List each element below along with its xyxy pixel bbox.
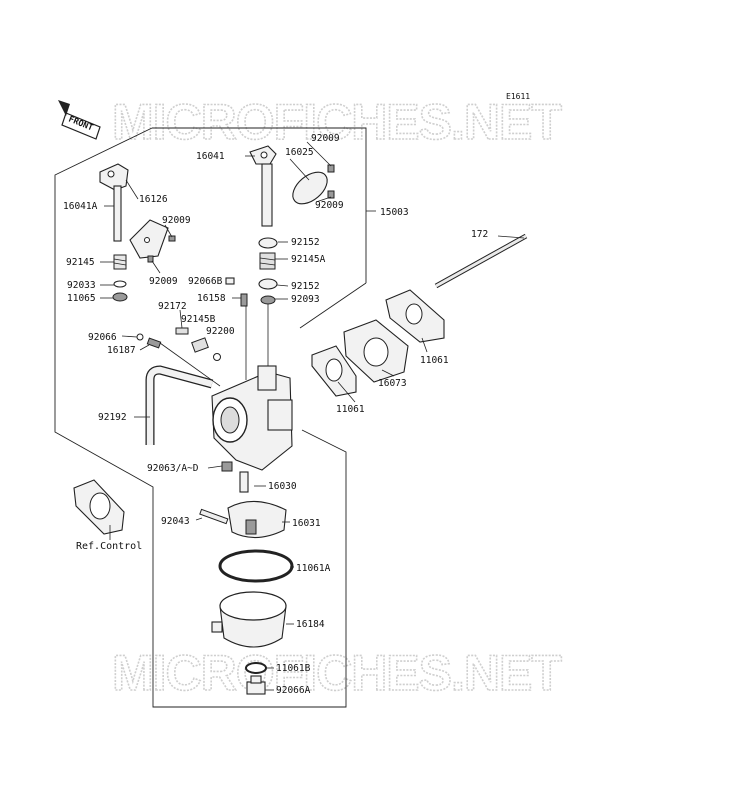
label-16184: 16184	[296, 619, 325, 630]
ring-92200	[213, 353, 221, 361]
label-11061-right: 11061	[420, 355, 449, 366]
diagram-code: E1611	[506, 92, 530, 101]
gasket-11061B	[245, 662, 267, 674]
label-92009-d: 92009	[149, 276, 178, 287]
stud-172	[434, 233, 528, 289]
gasket-11061A	[218, 549, 294, 583]
label-92093: 92093	[291, 294, 320, 305]
spring-92145B	[191, 337, 209, 353]
label-92145A: 92145A	[291, 254, 326, 265]
label-16030: 16030	[268, 481, 297, 492]
label-92145: 92145	[66, 257, 95, 268]
label-11065: 11065	[67, 293, 96, 304]
jet-16158	[240, 293, 248, 307]
plate-16126	[129, 219, 169, 259]
assembly-frame	[54, 127, 376, 708]
spacer-16073	[343, 319, 409, 383]
label-92200: 92200	[206, 326, 235, 337]
seal-92172	[175, 327, 189, 335]
label-92192: 92192	[98, 412, 127, 423]
label-15003: 15003	[380, 207, 409, 218]
pin-92043	[199, 508, 229, 525]
screw-92009-b	[327, 190, 335, 199]
label-92066A: 92066A	[276, 685, 311, 696]
seal-92093	[260, 295, 276, 305]
label-92145B: 92145B	[181, 314, 216, 325]
clip-92033	[113, 280, 127, 288]
fitting-92066B	[225, 277, 235, 285]
label-92066B: 92066B	[188, 276, 223, 287]
spring-92145A	[259, 252, 276, 270]
label-16041A: 16041A	[63, 201, 98, 212]
needle-16030	[239, 471, 249, 493]
watermark-top: MICROFICHES.NET	[112, 94, 561, 150]
carburetor-body	[211, 365, 293, 472]
screw-92009-c	[168, 235, 176, 242]
label-92152-b: 92152	[291, 281, 320, 292]
choke-plate-16025	[292, 171, 328, 205]
label-92009-b: 92009	[315, 200, 344, 211]
label-172: 172	[471, 229, 488, 240]
gasket-ref-control	[73, 479, 125, 535]
washer-92152-a	[258, 237, 278, 249]
label-16025: 16025	[285, 147, 314, 158]
label-16187: 16187	[107, 345, 136, 356]
label-92043: 92043	[161, 516, 190, 527]
label-16073: 16073	[378, 378, 407, 389]
label-11061-left: 11061	[336, 404, 365, 415]
front-arrow-icon: FRONT	[58, 100, 101, 140]
washer-92152-b	[258, 278, 278, 290]
label-11061B: 11061B	[276, 663, 311, 674]
screw-16187	[146, 337, 162, 349]
float-16031	[227, 500, 287, 539]
label-92066: 92066	[88, 332, 117, 343]
label-11061A: 11061A	[296, 563, 331, 574]
label-92009-c: 92009	[162, 215, 191, 226]
choke-lever-16041	[249, 145, 277, 227]
label-16126: 16126	[139, 194, 168, 205]
throttle-lever-16041A	[99, 163, 129, 242]
bolt-92066A	[246, 675, 266, 695]
screw-92009-d	[147, 255, 154, 263]
label-16031: 16031	[292, 518, 321, 529]
label-92152-a: 92152	[291, 237, 320, 248]
screw-92009-a	[327, 164, 335, 173]
seal-11065	[112, 292, 128, 302]
leader-lines	[100, 141, 525, 691]
label-92172: 92172	[158, 301, 187, 312]
float-bowl-16184	[211, 591, 287, 648]
gasket-11061-right	[385, 289, 445, 343]
part-labels: 92009 16041 16025 92009 15003 16126 1604…	[63, 133, 488, 696]
label-92033: 92033	[67, 280, 96, 291]
spring-92145	[113, 254, 127, 270]
ring-92066	[136, 333, 144, 341]
label-92009-top: 92009	[311, 133, 340, 144]
label-92063: 92063/A~D	[147, 463, 199, 474]
watermark-bottom: MICROFICHES.NET	[112, 645, 561, 701]
gasket-11061-left	[311, 345, 357, 397]
label-ref-control: Ref.Control	[76, 541, 142, 552]
label-16158: 16158	[197, 293, 226, 304]
label-16041: 16041	[196, 151, 225, 162]
bolt-92063	[221, 461, 233, 472]
